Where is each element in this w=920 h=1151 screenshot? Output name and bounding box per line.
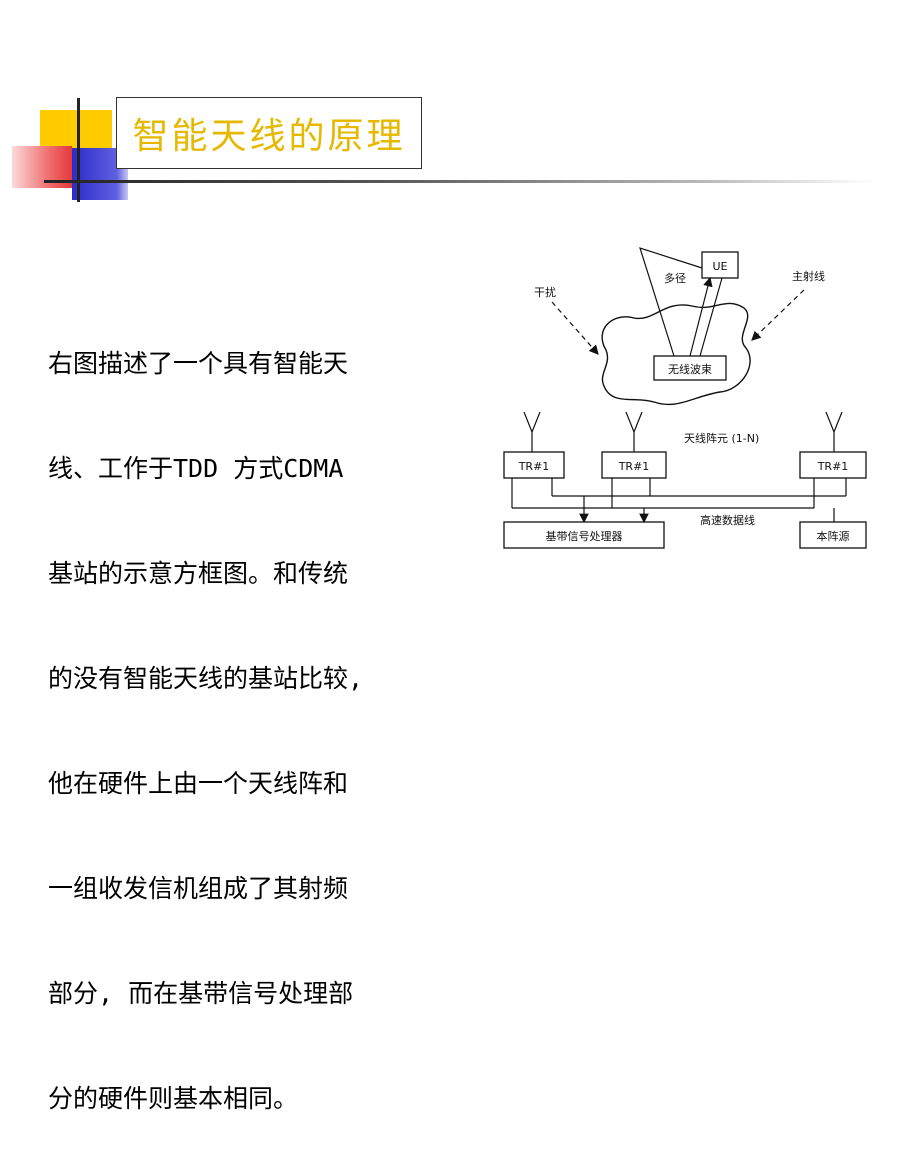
beam-cloud-shape — [601, 302, 751, 406]
body-text: 右图描述了一个具有智能天 线、工作于TDD 方式CDMA 基站的示意方框图。和传… — [48, 276, 438, 1151]
slide-title: 智能天线的原理 — [132, 116, 406, 157]
trx-label-3: TR#1 — [817, 460, 849, 473]
trx-label-2: TR#1 — [618, 460, 650, 473]
interference-label: 干扰 — [534, 285, 556, 299]
title-box: 智能天线的原理 — [116, 97, 422, 169]
trx-box-2 — [601, 451, 667, 479]
baseband-box — [503, 521, 665, 549]
main-ray-arrow — [751, 289, 805, 341]
body-line: 他在硬件上由一个天线阵和 — [48, 769, 349, 798]
beam-box — [653, 355, 727, 381]
beam-label: 无线波束 — [668, 362, 712, 376]
data-bus — [511, 478, 847, 524]
body-line: 部分, 而在基带信号处理部 — [48, 979, 354, 1008]
trx-box-1 — [503, 451, 565, 479]
bus-label: 高速数据线 — [700, 513, 755, 527]
antenna-1 — [523, 411, 541, 452]
multipath-label: 多径 — [664, 271, 686, 285]
ue-box — [701, 251, 739, 279]
smart-antenna-diagram: UE 多径 无线波束 干扰 主射线 天线阵元 (1-N) TR#1 TR#1 T… — [503, 247, 867, 549]
trx-box-3 — [799, 451, 867, 479]
antenna-2 — [625, 411, 643, 452]
body-line: 一组收发信机组成了其射频 — [48, 874, 349, 903]
body-line: 的没有智能天线的基站比较, — [48, 664, 364, 693]
array-label: 天线阵元 (1-N) — [684, 431, 759, 445]
beam-ray — [699, 277, 723, 357]
local-osc-label: 本阵源 — [817, 529, 850, 543]
body-line: 分的硬件则基本相同。 — [48, 1084, 299, 1113]
interference-arrow — [551, 301, 599, 355]
deco-vertical-line — [77, 98, 80, 202]
deco-horizontal-line — [44, 180, 874, 183]
direct-ray — [689, 276, 713, 357]
ue-label: UE — [712, 260, 727, 273]
trx-label-1: TR#1 — [518, 460, 550, 473]
body-line: 线、工作于TDD 方式CDMA — [48, 454, 344, 483]
baseband-label: 基带信号处理器 — [546, 530, 623, 543]
body-line: 右图描述了一个具有智能天 — [48, 349, 349, 378]
local-osc-box — [799, 521, 867, 549]
main-ray-label: 主射线 — [792, 269, 825, 283]
body-line: 基站的示意方框图。和传统 — [48, 559, 349, 588]
multipath-ray — [639, 247, 703, 357]
antenna-3 — [825, 411, 843, 452]
